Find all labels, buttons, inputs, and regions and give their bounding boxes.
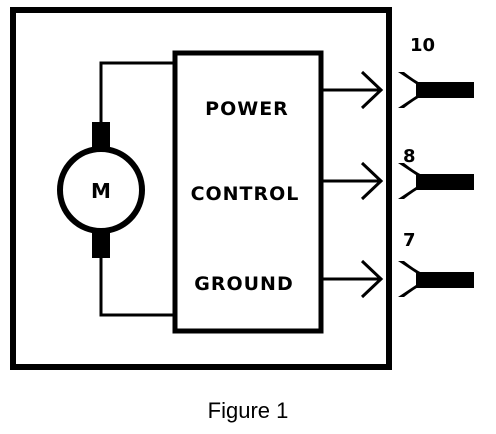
ground-pin-female (398, 261, 474, 297)
power-pin-male (360, 70, 384, 110)
figure-caption: Figure 1 (207, 398, 289, 423)
ground-pin-male (360, 259, 384, 299)
pin-number-control: 8 (403, 146, 416, 167)
pin-number-ground: 7 (403, 230, 416, 251)
control-pin-female (398, 163, 474, 199)
pin-number-power: 10 (410, 35, 435, 56)
motor-armature (57, 146, 145, 234)
housing-outline (10, 7, 392, 370)
ground-label: GROUND (194, 273, 293, 295)
dc-motor-icon: M (57, 122, 145, 258)
control-pin-male (360, 161, 384, 201)
power-pin-female (398, 72, 474, 108)
motor-top-wire (99, 61, 175, 125)
control-label: CONTROL (191, 183, 300, 205)
power-label: POWER (205, 98, 289, 120)
motor-label: M (91, 179, 111, 203)
control-block (172, 50, 324, 334)
motor-bottom-wire (99, 255, 175, 317)
